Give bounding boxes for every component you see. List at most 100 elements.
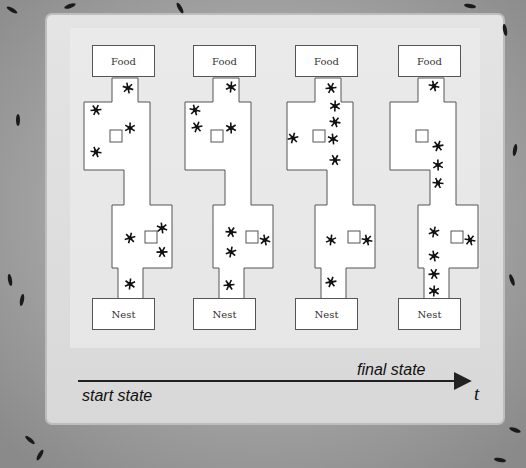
ant-body [431,83,437,89]
ant-body [192,107,198,113]
ant-asterisk [427,267,442,282]
time-arrow [78,380,470,382]
ant-body [467,237,473,243]
ant-legs [260,235,271,246]
ant-asterisk [188,103,203,118]
corridor-outline [287,78,375,299]
ant-asterisk [124,122,137,135]
ant-body [228,249,234,254]
ant-body [330,137,336,141]
ant-asterisk [328,115,343,130]
ant-asterisk [155,245,170,260]
stray-ant [6,5,18,14]
ant-asterisk [328,152,343,167]
ant-asterisk [224,80,237,94]
stray-ant [64,2,77,10]
station-label: Nest [418,309,442,320]
ant-body [431,289,437,294]
ant-body [226,282,232,288]
station-label: Food [212,56,237,67]
station-label: Nest [315,309,339,320]
ant-legs [188,103,203,118]
corridor-outline [84,78,172,299]
arena-plate [46,14,504,424]
ant-body [290,135,296,141]
state-caption: start state [82,387,152,405]
obstacle-square [246,231,258,243]
ant-legs [431,139,446,154]
ant-legs [324,81,339,96]
ant-asterisk [89,145,104,160]
stray-ant [508,274,516,287]
ant-asterisk [431,176,446,191]
ant-legs [427,284,440,297]
obstacle-square [145,231,157,243]
ant-asterisk [463,233,478,248]
station-label: Food [417,56,442,67]
ant-body [328,85,334,91]
ant-legs [155,245,170,260]
ant-body [431,229,437,234]
ant-asterisk [225,122,237,134]
ant-asterisk [123,277,136,291]
corridor-outline [185,78,273,299]
ant-body [127,281,133,286]
ant-body [332,104,338,109]
ant-body [431,254,436,258]
ant-asterisk [327,133,339,145]
obstacle-square [416,130,428,142]
obstacle-square [211,130,223,142]
ant-body [435,143,441,149]
ant-asterisk [89,103,104,118]
ant-asterisk [427,225,441,239]
ant-legs [286,131,300,145]
stray-ant [16,114,20,126]
ant-legs [329,99,342,112]
station-box: Food [295,45,358,77]
ant-legs [224,245,238,259]
ant-body [93,149,99,155]
ant-legs [225,122,237,134]
ant-body [328,237,334,242]
station-label: Food [111,56,136,67]
ant-body [127,235,133,241]
ant-body [159,249,165,255]
station-box: Nest [398,298,461,330]
stray-ant [24,435,36,446]
ant-asterisk [222,278,237,293]
ant-asterisk [324,275,339,290]
ant-asterisk [324,233,338,247]
ant-body [228,84,234,89]
ant-legs [324,275,339,290]
ant-asterisk [156,222,167,234]
obstacle-square [348,231,360,243]
ant-legs [463,233,478,248]
ant-legs [156,222,167,234]
corridor-outline [390,78,478,299]
ant-asterisk [324,81,339,96]
ant-asterisk [427,79,442,94]
ant-asterisk [286,131,300,145]
station-label: Nest [213,309,237,320]
ant-asterisk [360,233,375,248]
ant-body [431,271,437,277]
stray-ant [7,274,13,287]
ant-body [228,126,234,130]
stray-ant [512,144,518,157]
ant-legs [427,267,442,282]
ant-body [435,163,441,168]
station-label: Food [314,56,339,67]
station-box: Food [92,45,155,77]
state-caption: final state [357,361,425,379]
axis-letter: t [474,383,479,405]
ant-body [332,119,338,125]
stray-ant [19,294,25,307]
stray-ant-group [6,2,522,463]
ant-body [435,180,441,186]
ant-legs [89,145,104,160]
stray-ant [494,457,507,463]
ant-asterisk [329,99,342,112]
ant-legs [432,159,444,172]
ant-legs [429,250,440,261]
ant-body [159,226,164,230]
